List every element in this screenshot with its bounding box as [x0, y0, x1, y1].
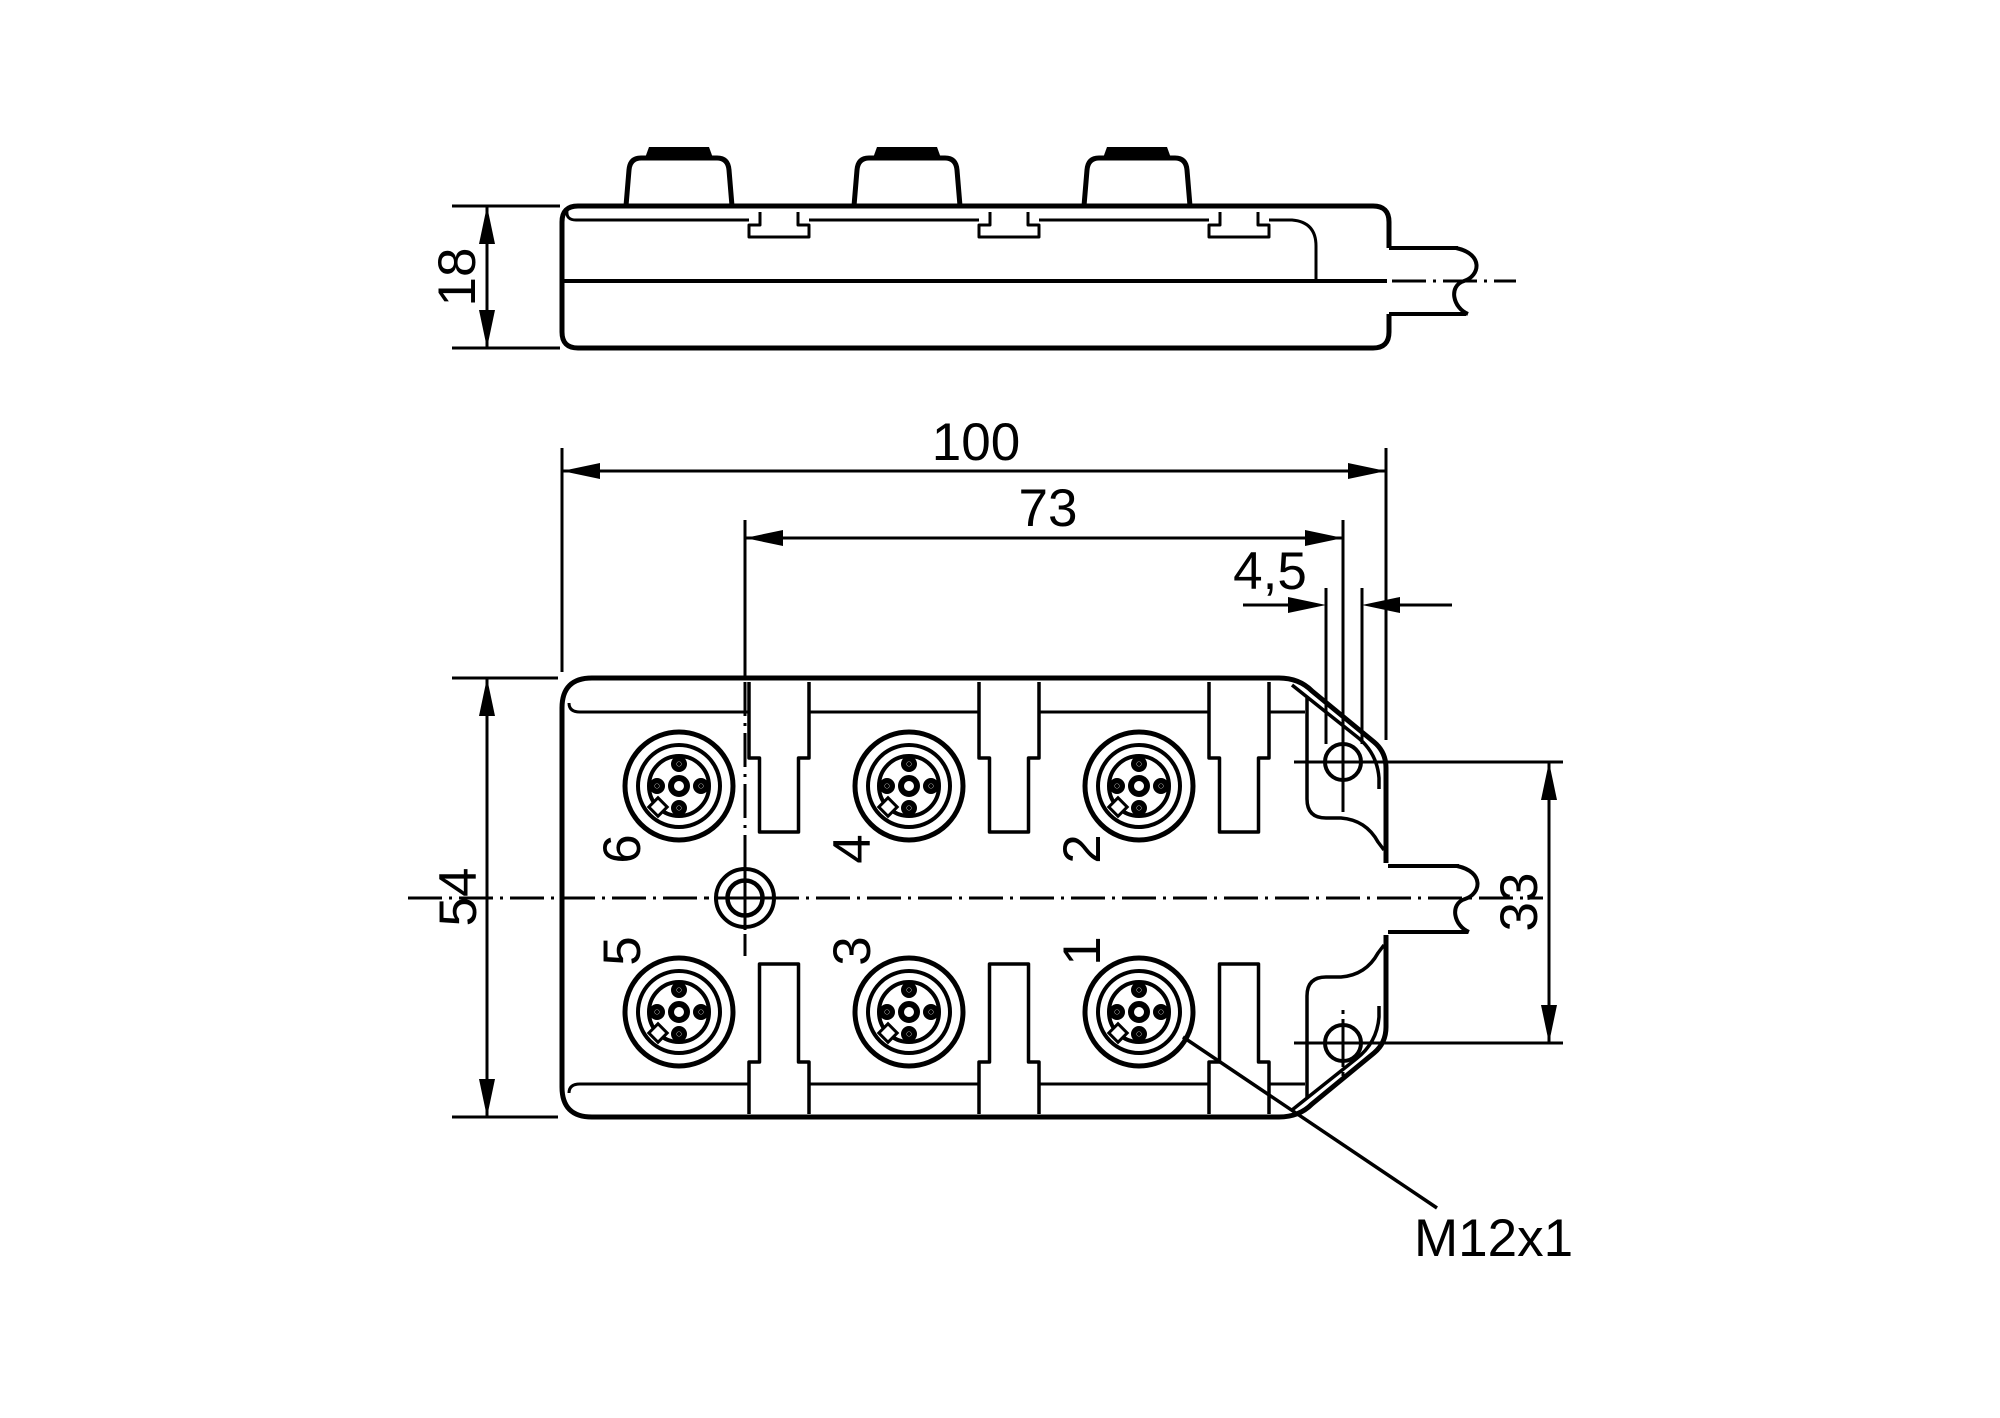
side-t-slot-notch — [1207, 210, 1271, 239]
side-view: 18 — [428, 147, 1516, 351]
bottom-t-slot — [977, 962, 1041, 1116]
side-connector-bump — [854, 147, 960, 206]
dim-total-height: 54 — [429, 676, 558, 1119]
thread-leader-line — [1182, 1035, 1438, 1210]
port-label-1: 1 — [1053, 936, 1112, 965]
side-body-outline — [559, 203, 1392, 351]
side-connector-bump — [626, 147, 732, 206]
port-label-6: 6 — [593, 834, 652, 863]
top-cable-break — [1453, 864, 1480, 934]
m12-connector-5 — [625, 958, 733, 1066]
dim-hole-diameter-value: 4,5 — [1233, 542, 1307, 601]
m12-connector-4 — [855, 732, 963, 840]
top-inner-band-lines — [567, 702, 1305, 1094]
side-inner-line — [565, 210, 1318, 279]
dim-connector-span: 73 — [743, 479, 1345, 812]
dim-total-width-value: 100 — [932, 413, 1020, 472]
top-t-slot — [747, 680, 811, 834]
bottom-t-slot — [747, 962, 811, 1116]
bottom-t-slot — [1207, 962, 1271, 1116]
port-label-4: 4 — [823, 834, 882, 863]
screw-pocket-top — [1290, 683, 1386, 852]
dim-side-height-value: 18 — [428, 248, 487, 307]
top-cable — [1388, 864, 1480, 934]
top-view: 6 4 2 5 3 1 — [408, 413, 1573, 1268]
m12-connector-3 — [855, 958, 963, 1066]
screw-pocket-bottom — [1290, 943, 1386, 1112]
side-t-slot-notch — [977, 210, 1041, 239]
dim-side-height: 18 — [428, 204, 560, 350]
side-cable — [1389, 246, 1516, 316]
dim-cable-offset-value: 33 — [1490, 873, 1549, 932]
m12-connector-1 — [1085, 958, 1193, 1066]
dim-total-width: 100 — [560, 413, 1388, 740]
side-t-slot-notch — [747, 210, 811, 239]
side-connector-bump — [1084, 147, 1190, 206]
top-t-slot — [977, 680, 1041, 834]
thread-label: M12x1 — [1414, 1209, 1573, 1268]
port-label-5: 5 — [593, 936, 652, 965]
dim-connector-span-value: 73 — [1019, 479, 1078, 538]
dim-total-height-value: 54 — [429, 868, 488, 927]
port-label-3: 3 — [823, 936, 882, 965]
port-label-2: 2 — [1053, 834, 1112, 863]
m12-connector-2 — [1085, 732, 1193, 840]
dim-cable-offset: 33 — [1294, 760, 1563, 1045]
top-t-slot — [1207, 680, 1271, 834]
m12-connector-6 — [625, 732, 733, 840]
dim-hole-diameter: 4,5 — [1233, 542, 1452, 744]
